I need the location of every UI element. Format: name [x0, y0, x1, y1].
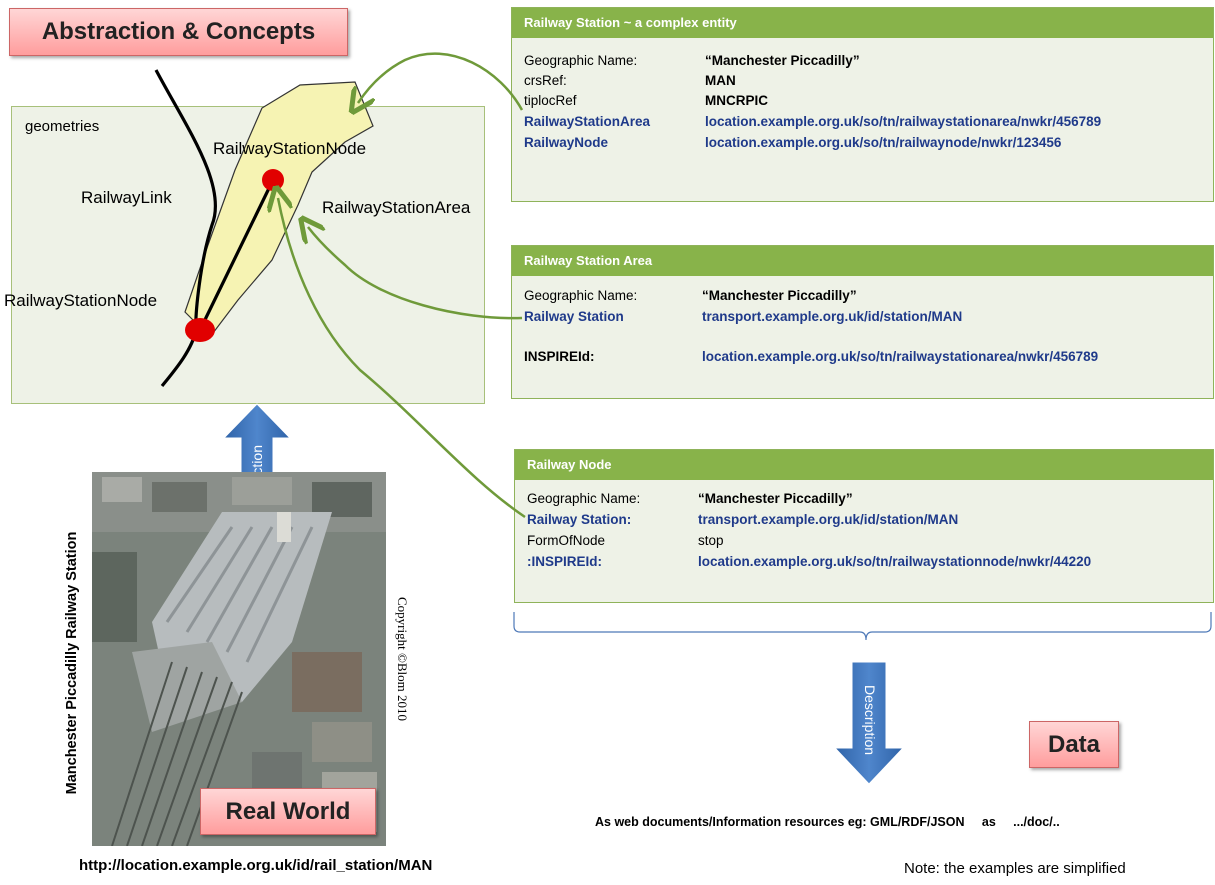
- real-world-box: Real World: [200, 788, 376, 835]
- area-row-value: location.example.org.uk/so/tn/railwaysta…: [702, 349, 1099, 364]
- node-row-label: Railway Station:: [527, 512, 632, 527]
- aerial-photo: [92, 472, 386, 846]
- railway-node-card: Railway Node Geographic Name: “Mancheste…: [514, 449, 1214, 603]
- geo-label-area: RailwayStationArea: [322, 198, 471, 217]
- aerial-photo-illustration: [92, 472, 386, 846]
- station-row-label: tiplocRef: [524, 93, 577, 108]
- web-documents-text: As web documents/Information resources e…: [595, 815, 1060, 829]
- railway-station-card: Railway Station ~ a complex entity Geogr…: [511, 7, 1214, 202]
- station-row-value: “Manchester Piccadilly”: [705, 53, 860, 68]
- area-row-value: “Manchester Piccadilly”: [702, 288, 857, 303]
- geo-label-node-top: RailwayStationNode: [213, 139, 367, 158]
- station-row-label: Geographic Name:: [524, 53, 638, 68]
- node-row-value: transport.example.org.uk/id/station/MAN: [698, 512, 959, 527]
- node-row-value: stop: [698, 533, 724, 548]
- node-row-label: FormOfNode: [527, 533, 606, 548]
- node-row-value: location.example.org.uk/so/tn/railwaysta…: [698, 554, 1092, 569]
- area-row-value: transport.example.org.uk/id/station/MAN: [702, 309, 963, 324]
- station-row-value: location.example.org.uk/so/tn/railwaynod…: [705, 135, 1062, 150]
- description-arrow: [833, 661, 905, 785]
- connector-station-to-area: [358, 52, 524, 110]
- station-row-label: RailwayNode: [524, 135, 609, 150]
- node-row-label: Geographic Name:: [527, 491, 641, 506]
- station-row-value: MAN: [705, 73, 736, 88]
- area-row-label: Geographic Name:: [524, 288, 638, 303]
- railway-station-card-title: Railway Station ~ a complex entity: [512, 8, 1213, 38]
- railway-node-card-title: Railway Node: [515, 450, 1213, 480]
- station-node-bottom: [185, 318, 215, 342]
- station-row-value: MNCRPIC: [705, 93, 768, 108]
- station-row-value: location.example.org.uk/so/tn/railwaysta…: [705, 114, 1102, 129]
- area-row-label: Railway Station: [524, 309, 624, 324]
- connector-area-card: [308, 227, 523, 320]
- railway-link-straight: [198, 179, 275, 331]
- geo-label-link: RailwayLink: [81, 188, 172, 207]
- area-row-label: INSPIREId:: [524, 349, 595, 364]
- simplified-note: Note: the examples are simplified: [904, 860, 1126, 877]
- concepts-title: Abstraction & Concepts: [41, 18, 316, 45]
- description-label: Description: [860, 670, 880, 770]
- bottom-url: http://location.example.org.uk/id/rail_s…: [79, 857, 433, 874]
- station-row-label: crsRef:: [524, 73, 567, 88]
- geometries-label: geometries: [25, 118, 100, 135]
- data-label: Data: [1047, 731, 1101, 758]
- concepts-title-box: Abstraction & Concepts: [9, 8, 348, 56]
- railway-station-area-card: Railway Station Area Geographic Name: “M…: [511, 245, 1214, 399]
- description-text: Description: [862, 684, 878, 756]
- connector-node-card: [278, 198, 526, 519]
- real-world-text: Real World: [225, 798, 351, 825]
- railway-station-area-card-title: Railway Station Area: [512, 246, 1213, 276]
- data-box: Data: [1029, 721, 1119, 768]
- railway-link-curve: [154, 69, 218, 388]
- node-row-value: “Manchester Piccadilly”: [698, 491, 853, 506]
- station-row-label: RailwayStationArea: [524, 114, 651, 129]
- node-row-label: :INSPIREId:: [527, 554, 603, 569]
- geo-label-node-bottom: RailwayStationNode: [4, 291, 158, 310]
- description-brace: [513, 612, 1212, 641]
